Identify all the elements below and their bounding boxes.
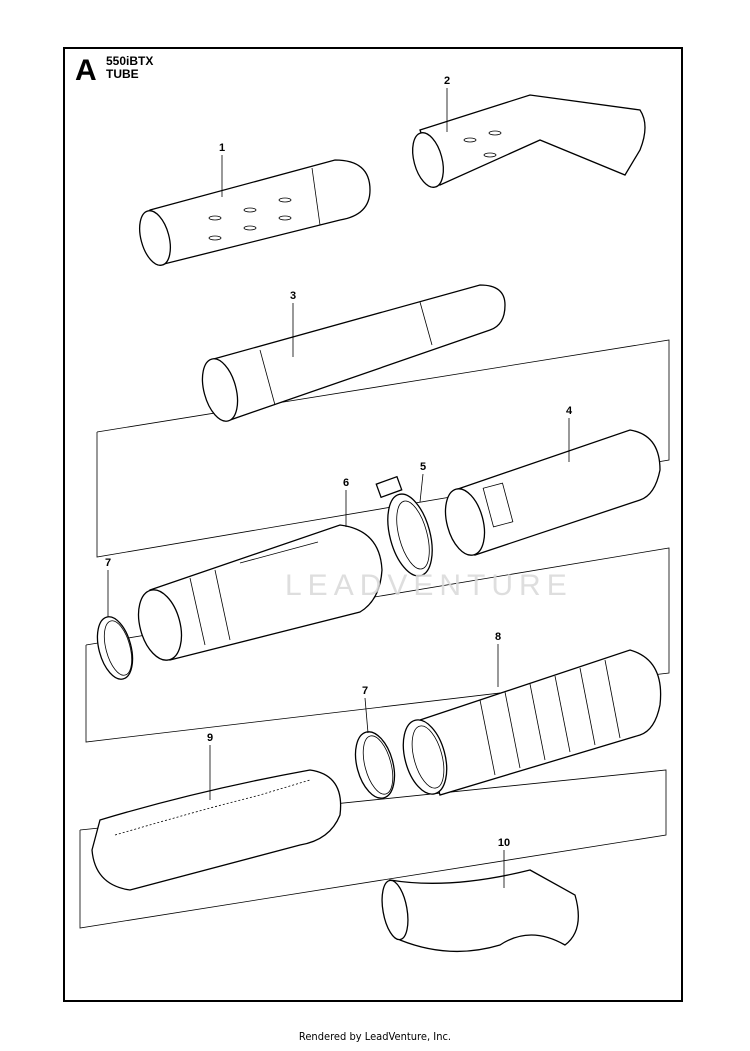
- part-9-collection-bag[interactable]: [91, 769, 342, 891]
- callout-2: 2: [444, 75, 450, 132]
- callout-5: 5: [419, 461, 426, 503]
- callout-4: 4: [566, 405, 573, 462]
- part-7-ring-2[interactable]: [349, 727, 401, 802]
- part-6-tube[interactable]: [131, 524, 383, 665]
- svg-text:9: 9: [207, 732, 213, 744]
- part-5-clamp[interactable]: [375, 475, 440, 581]
- svg-text:4: 4: [566, 405, 573, 417]
- assembly-panel-2: [85, 547, 670, 743]
- diagram-frame: [63, 47, 683, 1002]
- svg-text:3: 3: [290, 290, 296, 302]
- callout-6: 6: [343, 477, 349, 527]
- watermark: LEADVENTURE: [285, 569, 573, 602]
- svg-text:8: 8: [495, 631, 501, 643]
- part-7-ring[interactable]: [91, 613, 138, 683]
- callout-7b: 7: [362, 685, 369, 734]
- callout-9: 9: [207, 732, 213, 800]
- model-name: 550iBTX: [106, 54, 154, 68]
- svg-text:6: 6: [343, 477, 349, 489]
- svg-text:10: 10: [498, 837, 510, 849]
- part-3-tube[interactable]: [196, 284, 506, 425]
- part-8-bellows[interactable]: [396, 649, 662, 799]
- callout-1: 1: [219, 142, 225, 197]
- assembly-panel-1: [96, 339, 670, 558]
- svg-text:7: 7: [105, 557, 111, 569]
- svg-text:2: 2: [444, 75, 450, 87]
- diagram-heading: 550iBTX TUBE: [106, 55, 153, 81]
- callout-10: 10: [498, 837, 510, 888]
- assembly-panel-3: [79, 769, 667, 929]
- part-4-tube[interactable]: [439, 429, 661, 560]
- section-title: TUBE: [106, 67, 139, 81]
- svg-text:5: 5: [420, 461, 426, 473]
- section-letter: A: [75, 54, 97, 87]
- callout-8: 8: [495, 631, 501, 687]
- part-2-nozzle[interactable]: [407, 94, 646, 191]
- part-10-elbow[interactable]: [378, 869, 579, 953]
- callout-3: 3: [290, 290, 296, 357]
- part-1-tube[interactable]: [134, 159, 371, 269]
- svg-text:7: 7: [362, 685, 368, 697]
- svg-text:1: 1: [219, 142, 225, 154]
- callout-7: 7: [105, 557, 111, 617]
- footer-credit: Rendered by LeadVenture, Inc.: [298, 1030, 452, 1043]
